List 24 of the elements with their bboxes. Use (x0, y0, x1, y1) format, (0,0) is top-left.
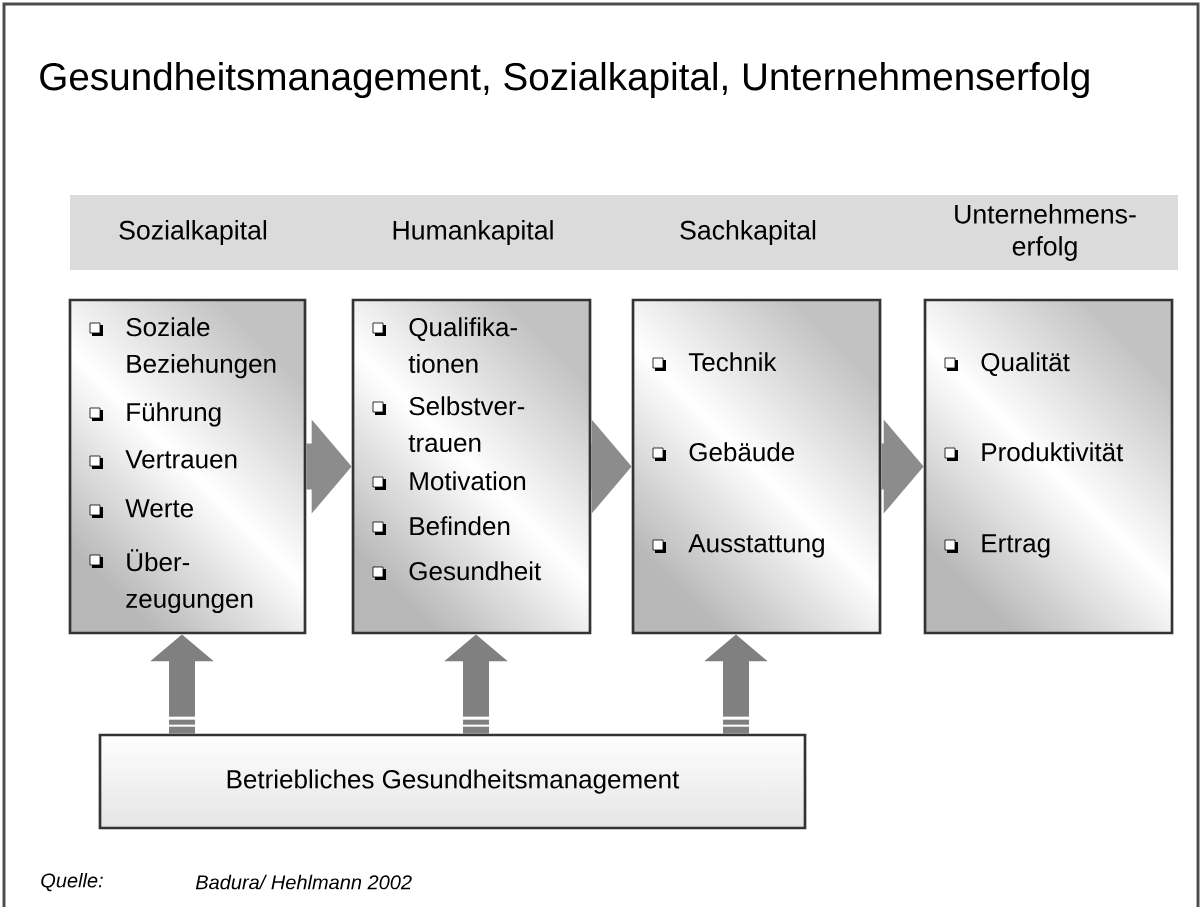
list-item: Qualität (981, 352, 1070, 377)
list-item: Vertrauen (125, 450, 237, 469)
source-label: Quelle: (41, 872, 103, 892)
title: Gesundheitsmanagement, Sozialkapital, Unternehmenserfolg (40, 62, 1089, 99)
list-item: Über- zeugungen (126, 549, 253, 614)
column-heading: Sachkapital (680, 220, 816, 245)
list-item: Technik (688, 352, 777, 372)
base-box: Betriebliches Gesundheitsmanagement (98, 733, 807, 830)
column-heading: Unternehmens- erfolg (955, 204, 1136, 261)
list-item: Motivation (410, 471, 526, 491)
column-heading: Humankapital (393, 220, 553, 245)
list-item: Soziale Beziehungen (126, 317, 276, 379)
list-item: Gesundheit (409, 561, 542, 581)
list-item: Werte (125, 499, 193, 518)
list-item: Ertrag (982, 534, 1050, 558)
column-heading: Sozialkapital (119, 220, 267, 245)
list-item: Gebäude (689, 442, 795, 462)
list-item: Qualifika- tionen (408, 317, 517, 374)
list-item: Befinden (410, 516, 510, 536)
list-item: Ausstattung (688, 534, 824, 558)
list-item: Selbstver- trauen (408, 396, 525, 453)
list-item: Produktivität (982, 442, 1124, 462)
source-citation: Badura/ Hehlmann 2002 (195, 874, 412, 890)
list-item: Führung (127, 402, 221, 427)
